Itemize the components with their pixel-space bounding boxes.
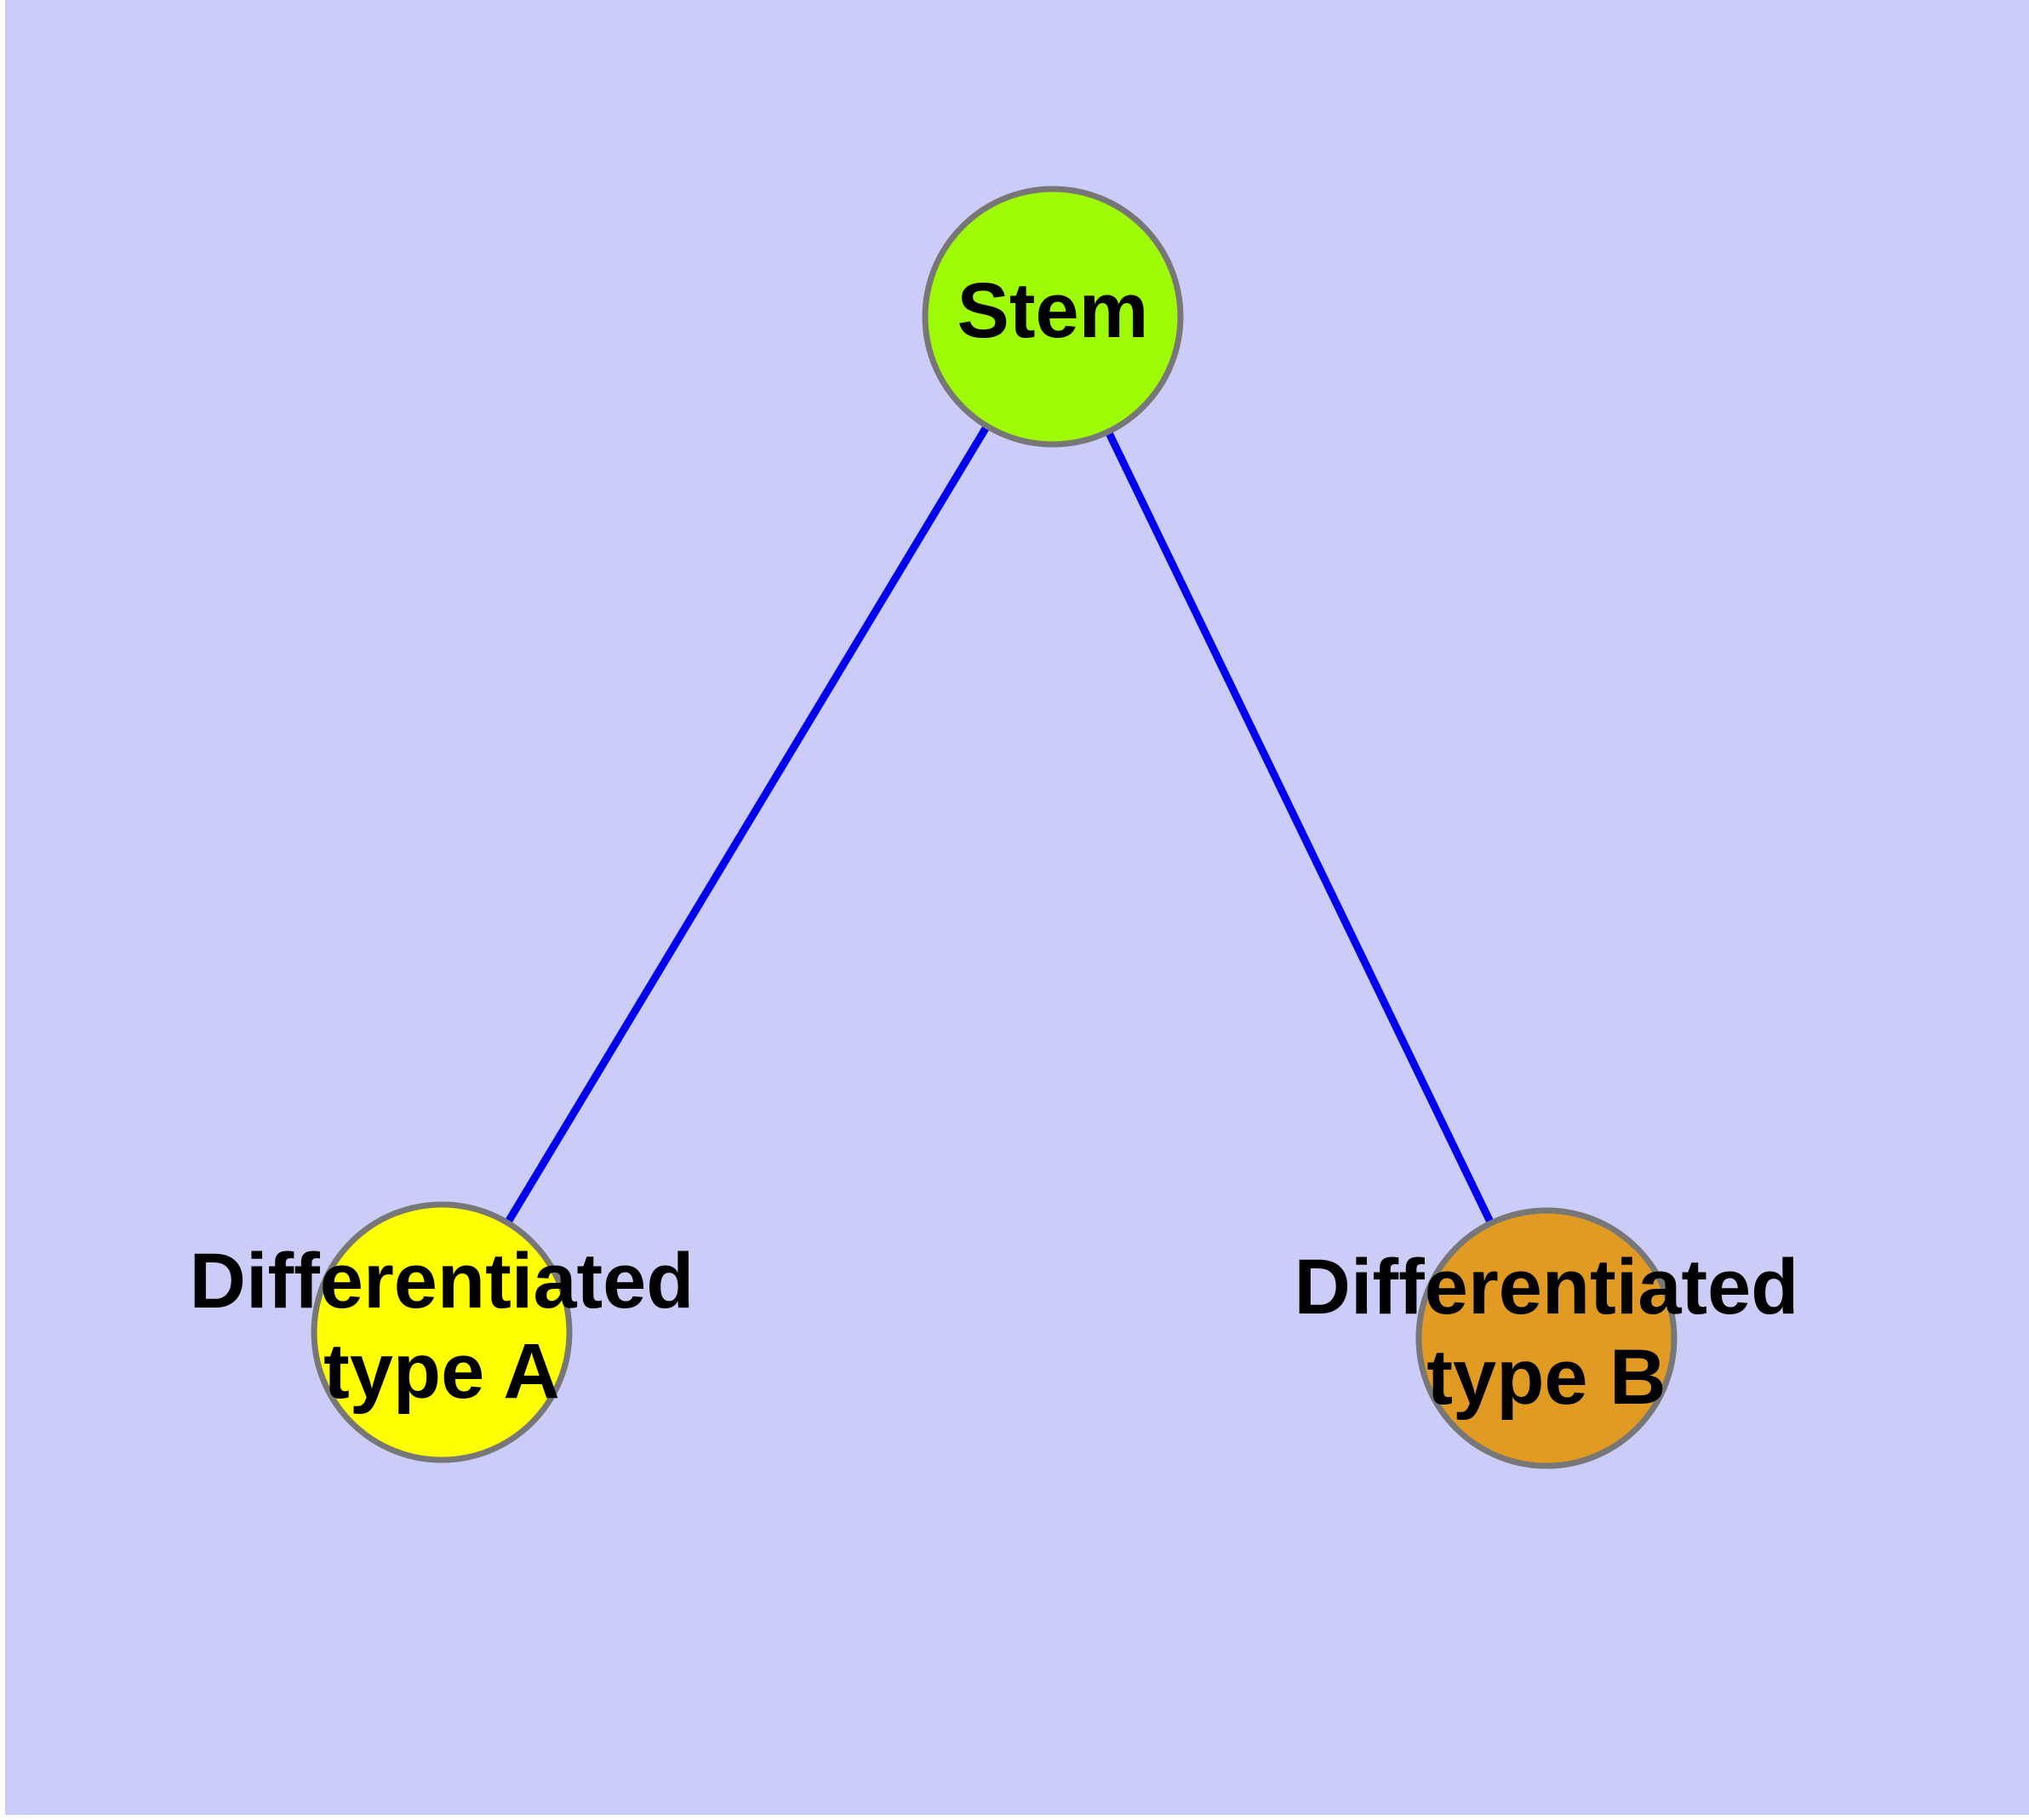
node-type-a-circle[interactable] (311, 1201, 573, 1463)
nodes-layer (311, 186, 1677, 1469)
edge-stem-to-type-a[interactable] (438, 314, 1056, 1335)
node-differentiated-type-a[interactable] (311, 1201, 573, 1463)
node-stem-label: Stem (957, 267, 1149, 354)
edges-layer (438, 314, 1551, 1340)
node-stem[interactable] (922, 186, 1184, 448)
node-stem-circle[interactable] (922, 186, 1184, 448)
node-type-b-circle[interactable] (1415, 1207, 1677, 1469)
node-differentiated-type-b[interactable] (1415, 1207, 1677, 1469)
edge-stem-to-type-b[interactable] (1049, 315, 1551, 1340)
